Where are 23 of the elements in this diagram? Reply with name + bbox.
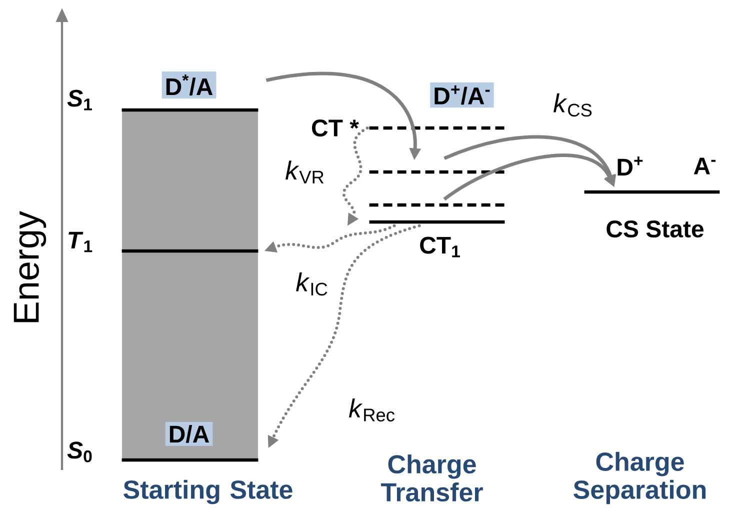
level-label: CT * — [312, 120, 359, 136]
energy-level-line — [369, 126, 505, 130]
state-label: A$^{-}$ — [694, 158, 716, 174]
rate-label: k$_{IC}$ — [296, 272, 328, 296]
axis-title: Energy — [14, 211, 46, 322]
energy-level-line — [369, 220, 505, 224]
rate-label: k$_{CS}$ — [554, 93, 592, 117]
level-label: T$_{1}$ — [68, 232, 92, 252]
level-label: CS State — [606, 220, 704, 238]
rate-label: k$_{Rec}$ — [348, 398, 394, 422]
level-label: S$_{0}$ — [67, 442, 92, 462]
state-label: D/A — [165, 422, 213, 446]
state-label: D$^{*}$/A — [162, 71, 216, 99]
rate-label: k$_{VR}$ — [286, 160, 324, 184]
column-title: Charge Transfer — [381, 454, 483, 502]
energy-level-line — [122, 249, 258, 253]
energy-level-line — [369, 203, 505, 207]
state-label: D$^{+}$/A$^{-}$ — [430, 82, 494, 108]
level-label: S$_{1}$ — [67, 90, 92, 110]
energy-level-line — [369, 170, 505, 174]
column-title: Charge Separation — [574, 452, 706, 504]
state-label: D$^{+}$ — [618, 156, 643, 176]
level-label: CT$_{1}$ — [420, 236, 460, 258]
